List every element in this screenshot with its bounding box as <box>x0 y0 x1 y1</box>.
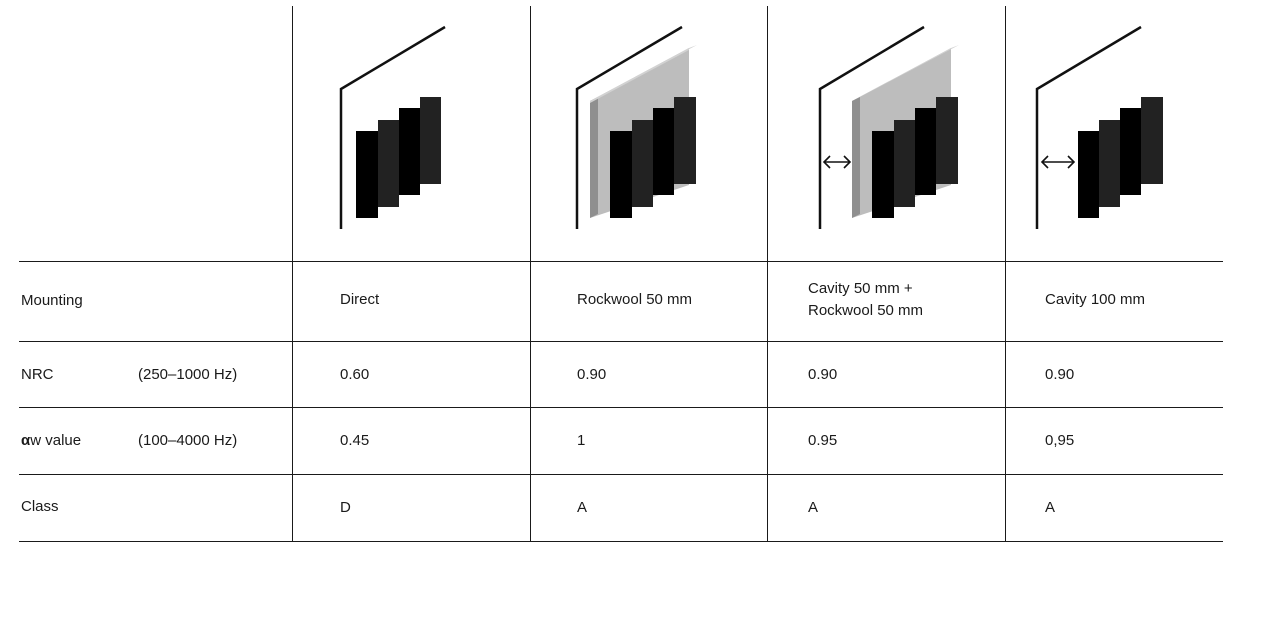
column-divider-4 <box>1005 6 1006 542</box>
aw-direct: 0.45 <box>340 432 370 449</box>
mounting-cavity-rockwool-line2: Rockwool 50 mm <box>808 302 924 319</box>
nrc-cavity-rockwool: 0.90 <box>808 366 838 383</box>
row-divider-aw <box>19 474 1223 475</box>
nrc-cavity-100: 0.90 <box>1045 366 1075 383</box>
column-divider-1 <box>292 6 293 542</box>
cavity-mount-icon <box>1035 25 1163 229</box>
mounting-rockwool: Rockwool 50 mm <box>577 291 693 308</box>
mounting-direct: Direct <box>340 291 380 308</box>
row-divider-mounting <box>19 341 1223 342</box>
row-label-mounting: Mounting <box>21 292 83 309</box>
mounting-cavity-rockwool-line1: Cavity 50 mm + <box>808 280 913 297</box>
aw-frequency-range: (100–4000 Hz) <box>138 432 238 449</box>
rockwool-mount-icon <box>575 25 697 229</box>
row-label-aw: αw value <box>21 430 81 452</box>
row-divider-class <box>19 541 1223 542</box>
class-cavity-100: A <box>1045 499 1056 516</box>
row-divider-header <box>19 261 1223 262</box>
row-label-aw-text: w value <box>30 432 82 449</box>
aw-rockwool: 1 <box>577 432 586 449</box>
mounting-cavity-100: Cavity 100 mm <box>1045 291 1146 308</box>
column-divider-2 <box>530 6 531 542</box>
aw-cavity-rockwool: 0.95 <box>808 432 838 449</box>
row-divider-nrc <box>19 407 1223 408</box>
class-cavity-rockwool: A <box>808 499 819 516</box>
alpha-symbol: α <box>21 432 31 449</box>
aw-cavity-100: 0,95 <box>1045 432 1075 449</box>
row-label-class: Class <box>21 498 59 515</box>
nrc-frequency-range: (250–1000 Hz) <box>138 366 238 383</box>
direct-mount-icon <box>339 25 446 229</box>
nrc-rockwool: 0.90 <box>577 366 607 383</box>
cavity-rockwool-mount-icon <box>818 25 959 229</box>
class-rockwool: A <box>577 499 588 516</box>
nrc-direct: 0.60 <box>340 366 370 383</box>
column-divider-3 <box>767 6 768 542</box>
class-direct: D <box>340 499 351 516</box>
row-label-nrc: NRC <box>21 366 54 383</box>
